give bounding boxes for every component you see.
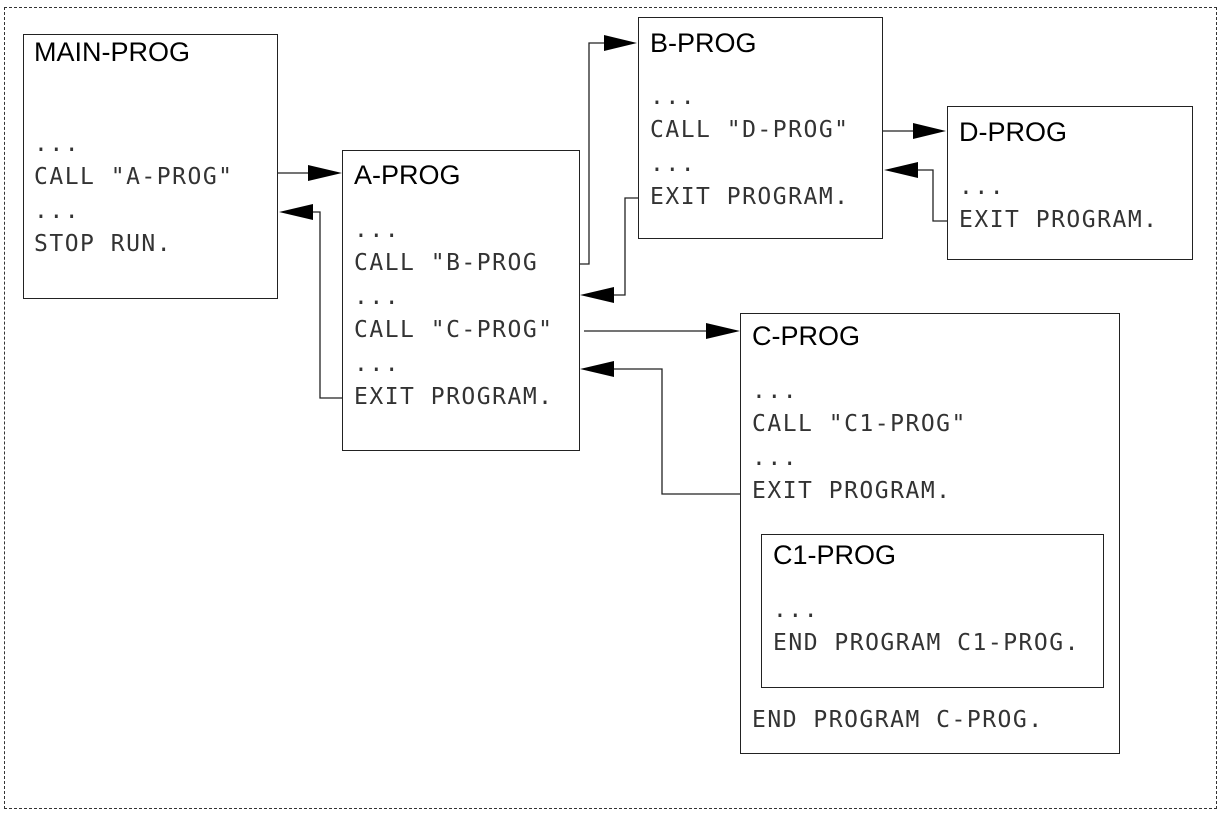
b-prog-title: B-PROG bbox=[650, 28, 757, 58]
c1-prog-line-2: END PROGRAM C1-PROG. bbox=[773, 630, 1080, 656]
d-prog-title: D-PROG bbox=[959, 117, 1067, 147]
d-prog-box bbox=[947, 106, 1193, 260]
a-prog-line-4: CALL "C-PROG" bbox=[354, 317, 554, 343]
main-prog-line-4: STOP RUN. bbox=[34, 231, 173, 257]
b-prog-line-1: ... bbox=[650, 84, 697, 110]
main-prog-line-2: CALL "A-PROG" bbox=[34, 164, 234, 190]
main-prog-title: MAIN-PROG bbox=[34, 37, 191, 67]
diagram-frame bbox=[4, 7, 1217, 809]
main-prog-line-3: ... bbox=[34, 198, 81, 224]
d-prog-line-1: ... bbox=[959, 174, 1006, 200]
d-prog-line-2: EXIT PROGRAM. bbox=[959, 207, 1159, 233]
c-prog-line-3: ... bbox=[752, 445, 799, 471]
a-prog-line-1: ... bbox=[354, 217, 401, 243]
c-prog-line-1: ... bbox=[752, 378, 799, 404]
b-prog-line-2: CALL "D-PROG" bbox=[650, 117, 850, 143]
c1-prog-title: C1-PROG bbox=[773, 540, 897, 570]
main-prog-line-1: ... bbox=[34, 131, 81, 157]
a-prog-line-3: ... bbox=[354, 284, 401, 310]
b-prog-box bbox=[638, 17, 883, 239]
c-prog-line-4: EXIT PROGRAM. bbox=[752, 478, 952, 504]
b-prog-line-4: EXIT PROGRAM. bbox=[650, 184, 850, 210]
a-prog-line-2: CALL "B-PROG bbox=[354, 250, 539, 276]
main-prog-box bbox=[23, 34, 278, 299]
c-prog-title: C-PROG bbox=[752, 321, 860, 351]
c1-prog-line-1: ... bbox=[773, 597, 820, 623]
a-prog-box bbox=[342, 150, 580, 451]
c1-prog-box bbox=[761, 534, 1104, 688]
a-prog-line-6: EXIT PROGRAM. bbox=[354, 384, 554, 410]
a-prog-line-5: ... bbox=[354, 351, 401, 377]
b-prog-line-3: ... bbox=[650, 151, 697, 177]
a-prog-title: A-PROG bbox=[354, 160, 461, 190]
c-prog-end-line: END PROGRAM C-PROG. bbox=[752, 707, 1044, 733]
c-prog-line-2: CALL "C1-PROG" bbox=[752, 411, 967, 437]
